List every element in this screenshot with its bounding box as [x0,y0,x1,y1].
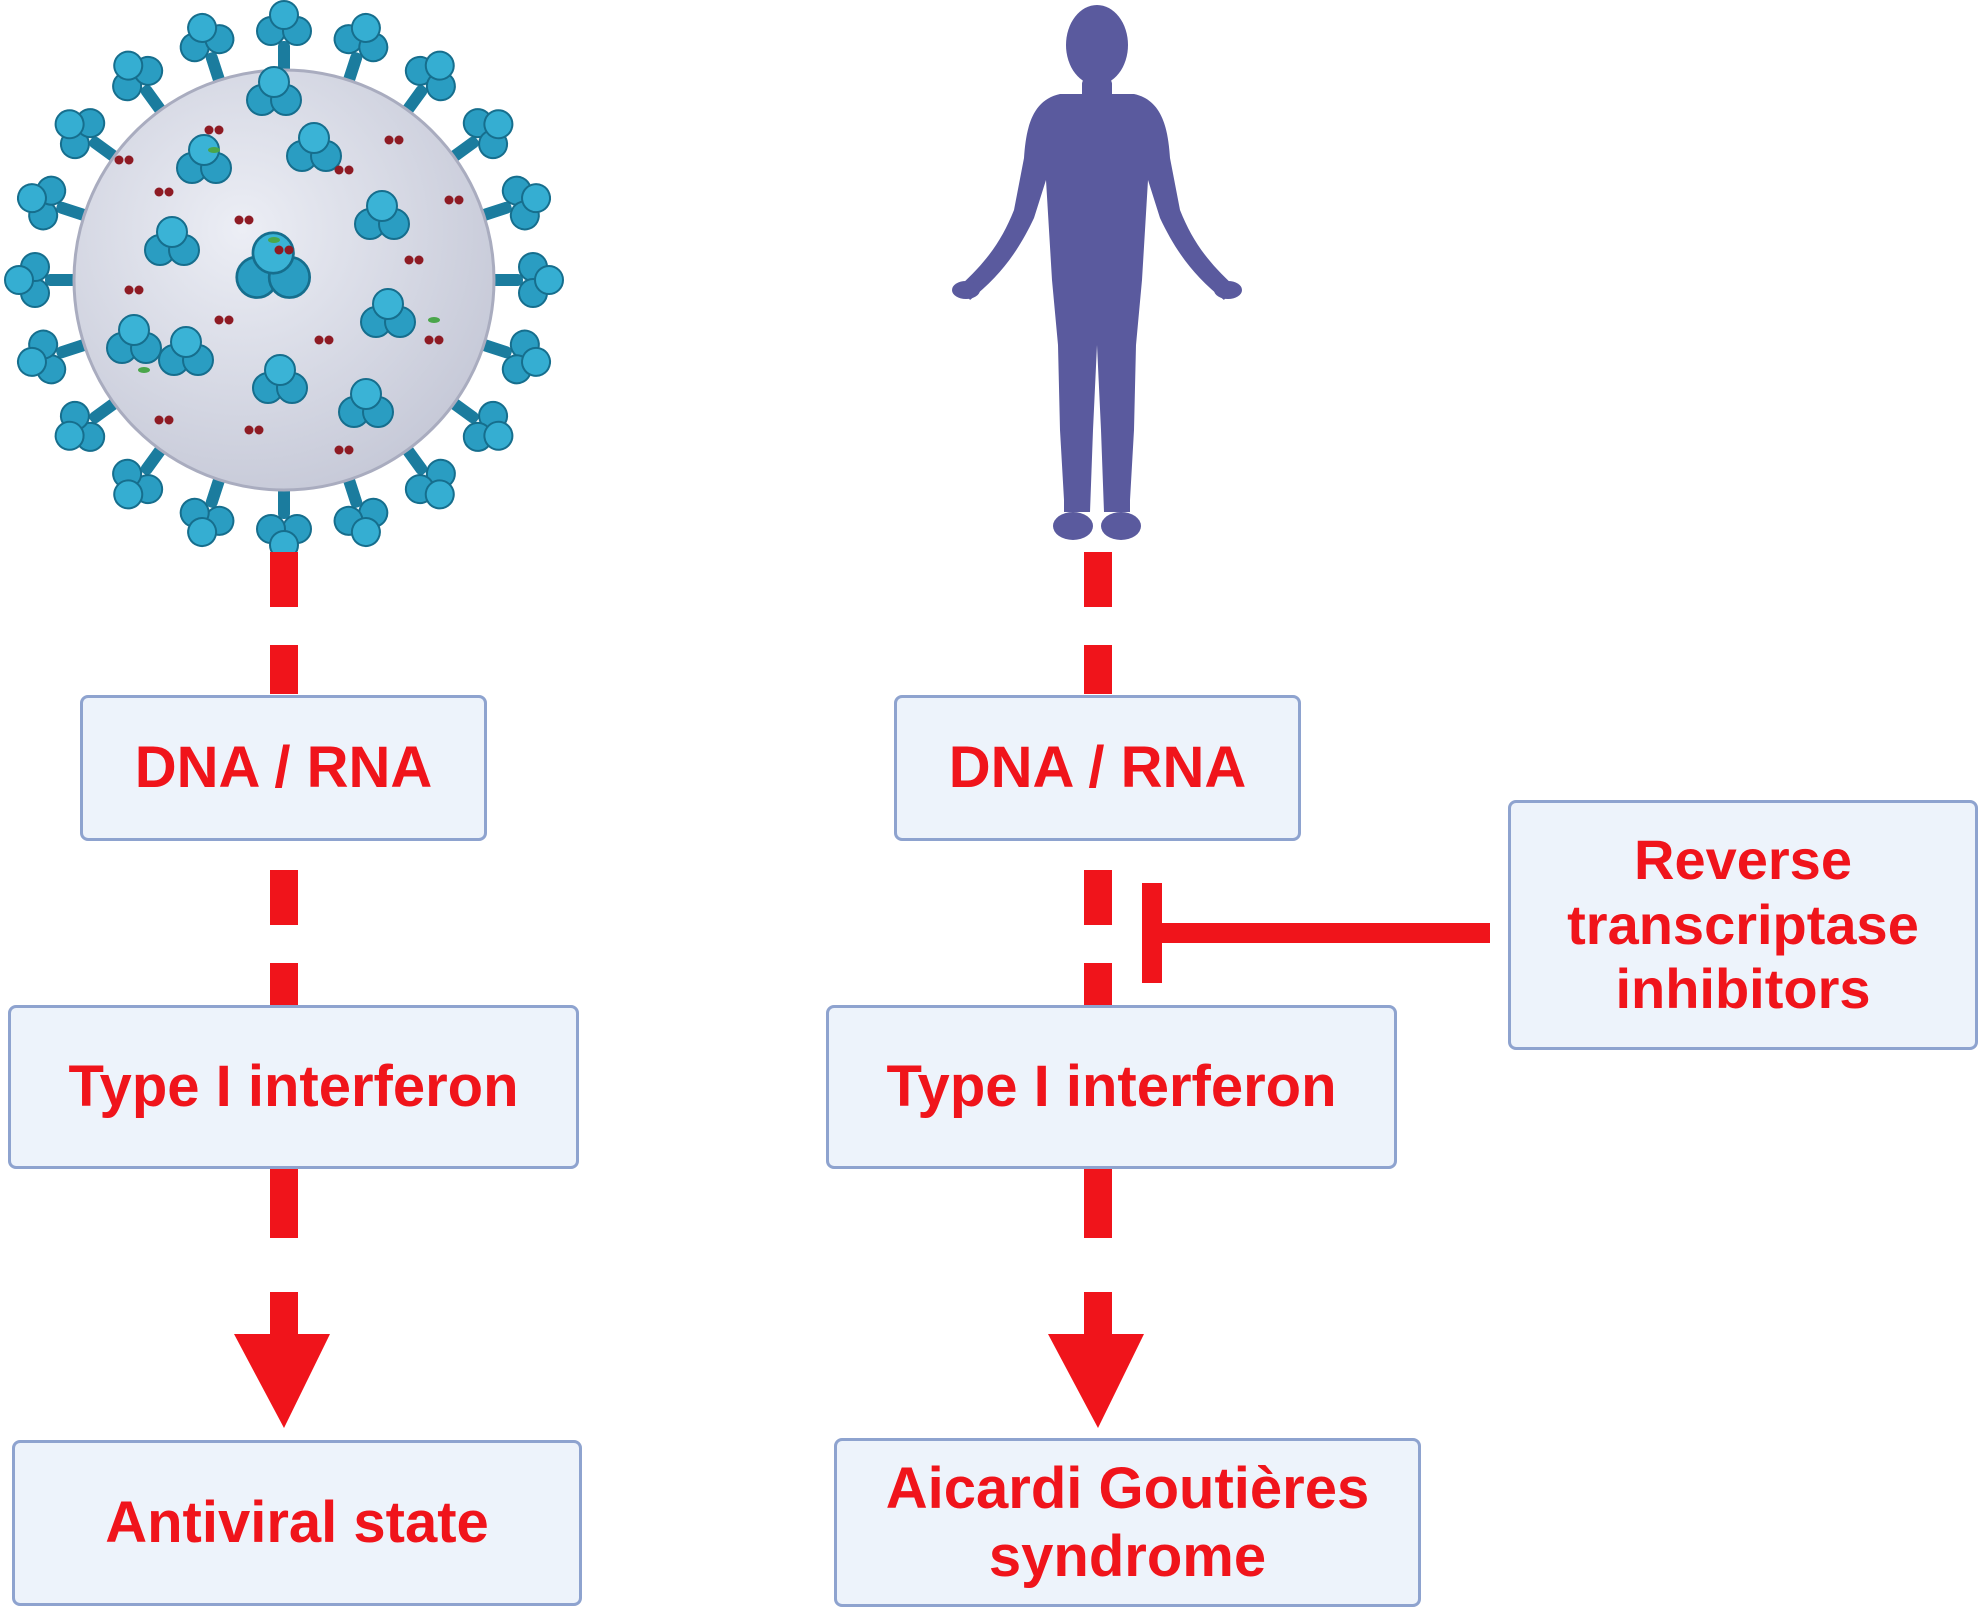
left-type-i-interferon-box: Type I interferon [8,1005,579,1169]
right-dna-rna-box: DNA / RNA [894,695,1301,841]
antiviral-state-label: Antiviral state [105,1490,489,1556]
inhibition-line [1142,883,1490,983]
reverse-transcriptase-inhibitors-label: Reverse transcriptase inhibitors [1567,827,1919,1021]
human-body-icon [952,5,1242,540]
antiviral-state-box: Antiviral state [12,1440,582,1606]
virus-icon [4,0,564,560]
aicardi-goutieres-syndrome-box: Aicardi Goutières syndrome [834,1438,1421,1607]
right-dna-rna-label: DNA / RNA [948,735,1247,801]
left-type-i-interferon-label: Type I interferon [68,1054,519,1120]
right-pathway-arrow [1048,552,1144,1428]
left-dna-rna-label: DNA / RNA [134,735,433,801]
aicardi-goutieres-syndrome-label: Aicardi Goutières syndrome [885,1456,1370,1589]
reverse-transcriptase-inhibitors-box: Reverse transcriptase inhibitors [1508,800,1978,1050]
left-dna-rna-box: DNA / RNA [80,695,487,841]
right-type-i-interferon-label: Type I interferon [886,1054,1337,1120]
right-type-i-interferon-box: Type I interferon [826,1005,1397,1169]
left-pathway-arrow [234,552,330,1428]
